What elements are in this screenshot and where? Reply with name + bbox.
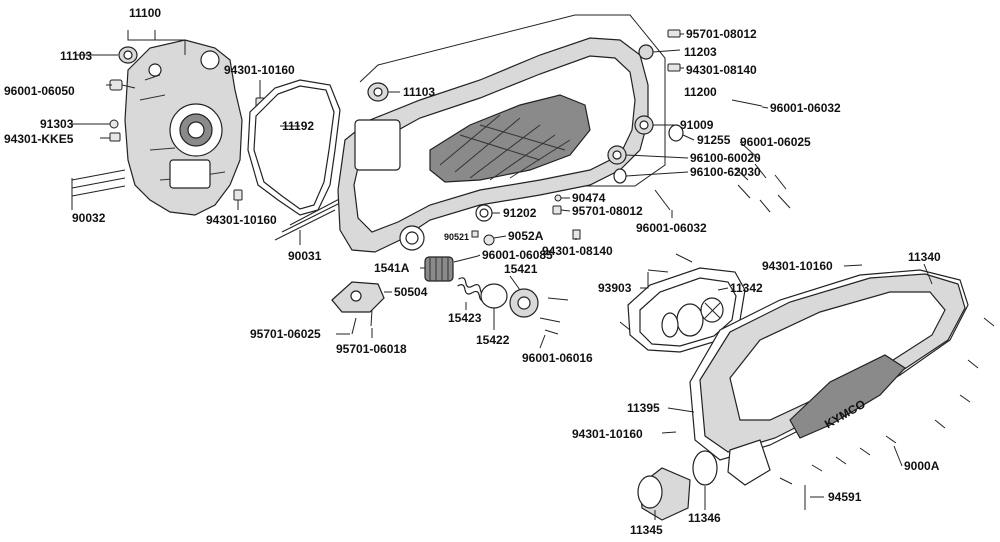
label-15423: 15423 [448, 311, 482, 325]
studs-90032 [71, 169, 126, 197]
label-94301-08140-b: 94301-08140 [542, 244, 613, 258]
label-91255: 91255 [697, 133, 731, 147]
label-15422: 15422 [476, 333, 510, 347]
label-94301-10160-c: 94301-10160 [762, 259, 833, 273]
label-9052A: 9052A [508, 229, 544, 243]
label-96001-06025-a: 96001-06025 [740, 135, 811, 149]
label-11103-left: 11103 [60, 49, 92, 63]
label-11192: 11192 [282, 119, 314, 133]
screws-9000A [779, 317, 995, 485]
label-96100-60020: 96100-60020 [690, 151, 761, 165]
part-labels: 11100 11103 96001-06050 91303 94301-KKE5… [4, 6, 941, 537]
label-90032: 90032 [72, 211, 106, 225]
label-50504: 50504 [394, 285, 428, 299]
right-crankcase-11200 [337, 37, 649, 253]
bushing-11103-left [118, 46, 138, 64]
bushing-11103-right [367, 82, 389, 102]
label-11340: 11340 [908, 250, 941, 264]
label-11395: 11395 [627, 401, 660, 415]
label-11342: 11342 [730, 281, 763, 295]
center-small-parts [471, 194, 581, 246]
label-91202: 91202 [503, 206, 537, 220]
cap-15421 [509, 288, 539, 318]
leader-lines [71, 30, 933, 520]
label-96001-06050: 96001-06050 [4, 84, 75, 98]
label-94301-08140-a: 94301-08140 [686, 63, 757, 77]
label-96001-06032-b: 96001-06032 [636, 221, 707, 235]
label-93903: 93903 [598, 281, 632, 295]
label-11100: 11100 [129, 6, 161, 20]
label-11345: 11345 [630, 523, 663, 537]
studs-90031 [274, 195, 346, 241]
label-96001-06085: 96001-06085 [482, 248, 553, 262]
label-95701-06025: 95701-06025 [250, 327, 321, 341]
label-96001-06016: 96001-06016 [522, 351, 593, 365]
bolts-93903 [619, 253, 693, 331]
label-90474: 90474 [572, 191, 606, 205]
gasket-11192 [247, 79, 341, 216]
label-9000A: 9000A [904, 459, 940, 473]
label-94591: 94591 [828, 490, 862, 504]
label-96001-06032-a: 96001-06032 [770, 101, 841, 115]
label-94301-10160-a: 94301-10160 [224, 63, 295, 77]
label-95701-08012-a: 95701-08012 [686, 27, 757, 41]
bolts-96001-06025 [734, 163, 791, 213]
label-11103-right: 11103 [403, 85, 435, 99]
label-1541A: 1541A [374, 261, 410, 275]
bolts-96001-06016 [539, 297, 569, 335]
inner-cover-11342 [627, 267, 746, 353]
bracket-50504 [331, 281, 385, 335]
label-90031: 90031 [288, 249, 322, 263]
label-11200: 11200 [684, 85, 717, 99]
label-11346: 11346 [688, 511, 721, 525]
label-94301-10160-b: 94301-10160 [206, 213, 277, 227]
label-94301-10160-d: 94301-10160 [572, 427, 643, 441]
label-15421: 15421 [504, 262, 538, 276]
label-91303: 91303 [40, 117, 74, 131]
left-crankcase [124, 39, 243, 216]
label-96100-62030: 96100-62030 [690, 165, 761, 179]
oring-15422 [480, 283, 508, 309]
label-91009: 91009 [680, 118, 714, 132]
clamp-11346 [692, 450, 718, 486]
label-95701-08012-b: 95701-08012 [572, 204, 643, 218]
label-90521: 90521 [444, 232, 469, 242]
label-11203: 11203 [684, 45, 717, 59]
oil-filter-1541A [424, 255, 479, 282]
label-95701-06018: 95701-06018 [336, 342, 407, 356]
label-94301-KKE5: 94301-KKE5 [4, 132, 74, 146]
duct-11345 [637, 467, 691, 521]
